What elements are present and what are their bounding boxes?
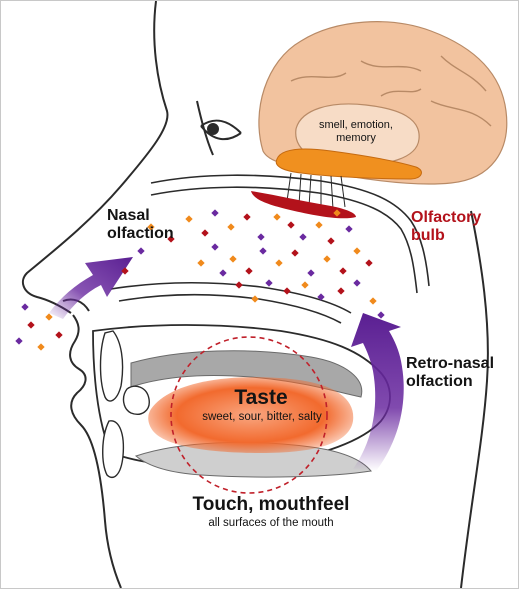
retro-nasal-label-line2: olfaction [406, 373, 494, 391]
odor-molecule [369, 297, 376, 304]
odor-molecule [185, 215, 192, 222]
odor-molecule [201, 229, 208, 236]
odor-molecule [251, 295, 258, 302]
odor-molecule [15, 337, 22, 344]
odor-molecule [137, 247, 144, 254]
odor-molecule [37, 343, 44, 350]
odor-molecule [337, 287, 344, 294]
odor-molecule [307, 269, 314, 276]
nasal-olfaction-label: Nasal olfaction [107, 207, 174, 244]
touch-note: all surfaces of the mouth [151, 517, 391, 530]
odor-molecule [197, 259, 204, 266]
odor-molecule [327, 237, 334, 244]
odor-molecule [353, 279, 360, 286]
odor-molecule [227, 223, 234, 230]
odor-molecule [243, 213, 250, 220]
odor-molecule [323, 255, 330, 262]
odor-molecule [287, 221, 294, 228]
odor-molecule [211, 209, 218, 216]
eye-icon [197, 101, 241, 155]
odor-molecule [377, 311, 384, 318]
retro-nasal-olfaction-label: Retro-nasal olfaction [406, 355, 494, 392]
odor-molecule [259, 247, 266, 254]
odor-molecule [365, 259, 372, 266]
retro-nasal-label-line1: Retro-nasal [406, 355, 494, 373]
odor-molecule [353, 247, 360, 254]
odor-molecule [273, 213, 280, 220]
odor-molecule [257, 233, 264, 240]
odor-molecule [283, 287, 290, 294]
odor-molecule [229, 255, 236, 262]
odor-molecule [55, 331, 62, 338]
odor-molecule [299, 233, 306, 240]
olfactory-bulb-label-line2: bulb [411, 227, 481, 245]
odor-molecule [315, 221, 322, 228]
nasal-olfaction-label-line2: olfaction [107, 225, 174, 243]
odor-molecule [339, 267, 346, 274]
brain-function-label-line1: smell, emotion, [301, 119, 411, 132]
odor-molecule [45, 313, 52, 320]
odor-molecule [21, 303, 28, 310]
odor-molecule [265, 279, 272, 286]
touch-title: Touch, mouthfeel [171, 494, 371, 516]
odor-molecule [245, 267, 252, 274]
odor-molecule [27, 321, 34, 328]
taste-title: Taste [161, 386, 361, 410]
taste-list: sweet, sour, bitter, salty [151, 411, 373, 424]
brain-function-label-line2: memory [301, 132, 411, 145]
odor-molecule [301, 281, 308, 288]
odor-molecule [219, 269, 226, 276]
olfactory-bulb-label: Olfactory bulb [411, 209, 481, 246]
olfactory-bulb-label-line1: Olfactory [411, 209, 481, 227]
odor-molecule [275, 259, 282, 266]
olfactory-epithelium [251, 191, 356, 218]
odor-molecule [211, 243, 218, 250]
odor-molecule [235, 281, 242, 288]
odor-molecule [291, 249, 298, 256]
odor-molecule [345, 225, 352, 232]
brain-function-label: smell, emotion, memory [301, 119, 411, 144]
nasal-olfaction-label-line1: Nasal [107, 207, 174, 225]
